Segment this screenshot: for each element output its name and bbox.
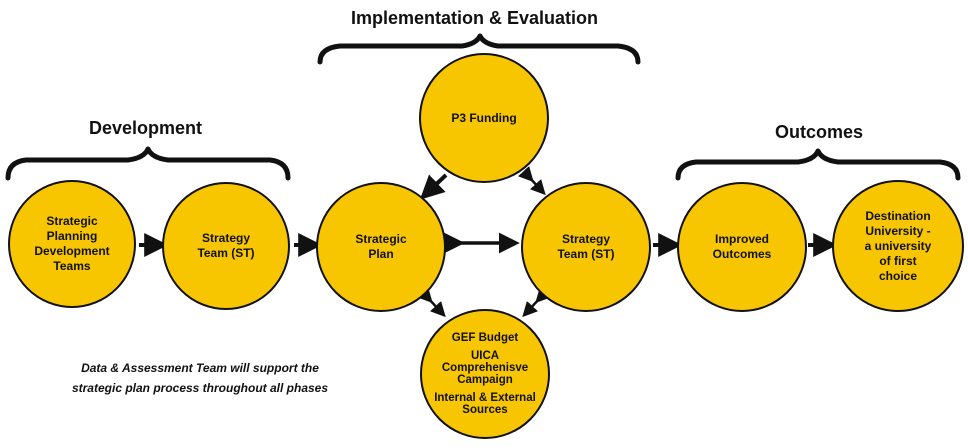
development-heading: Development: [89, 118, 203, 138]
improved-outcomes-circle: Improved Outcomes: [677, 182, 807, 312]
funding-sources-circle: GEF Budget UICA Comprehenisve Campaign I…: [420, 309, 550, 439]
strategy-team-development-label: Strategy Team (ST): [197, 231, 255, 260]
outcomes-brace: [675, 148, 961, 181]
strategic-planning-teams-label: Strategic Planning Development Teams: [34, 214, 110, 273]
p3-funding-label: P3 Funding: [451, 110, 517, 125]
uica-campaign-label: UICA Comprehenisve Campaign: [441, 350, 529, 386]
destination-university-label: Destination University - a university of…: [864, 208, 932, 283]
strategy-team-implementation-label: Strategy Team (ST): [557, 232, 615, 261]
strategic-plan-label: Strategic Plan: [355, 232, 407, 261]
strategic-planning-teams-circle: Strategic Planning Development Teams: [8, 180, 136, 308]
note-line-1: Data & Assessment Team will support the: [81, 361, 319, 375]
improved-outcomes-label: Improved Outcomes: [712, 232, 772, 261]
arrow-p3-st-bidirectional: [518, 166, 546, 196]
implementation-brace: [317, 33, 641, 65]
arrow-plan-gef-bidirectional: [417, 287, 446, 318]
note-line-2: strategic plan process throughout all ph…: [71, 381, 329, 395]
arrow-p3-to-plan: [419, 173, 448, 200]
data-assessment-note: Data & Assessment Team will support the …: [60, 358, 340, 398]
internal-external-sources-label: Internal & External Sources: [434, 392, 536, 416]
gef-budget-label: GEF Budget: [451, 332, 519, 344]
destination-university-circle: Destination University - a university of…: [832, 180, 964, 312]
arrow-st-gef-bidirectional: [522, 287, 551, 318]
p3-funding-circle: P3 Funding: [419, 53, 549, 183]
development-brace: [5, 146, 291, 181]
strategy-team-development-circle: Strategy Team (ST): [162, 182, 290, 310]
implementation-heading: Implementation & Evaluation: [351, 8, 599, 28]
strategy-team-implementation-circle: Strategy Team (ST): [521, 182, 651, 312]
strategic-plan-circle: Strategic Plan: [316, 182, 446, 312]
outcomes-heading: Outcomes: [775, 122, 864, 142]
